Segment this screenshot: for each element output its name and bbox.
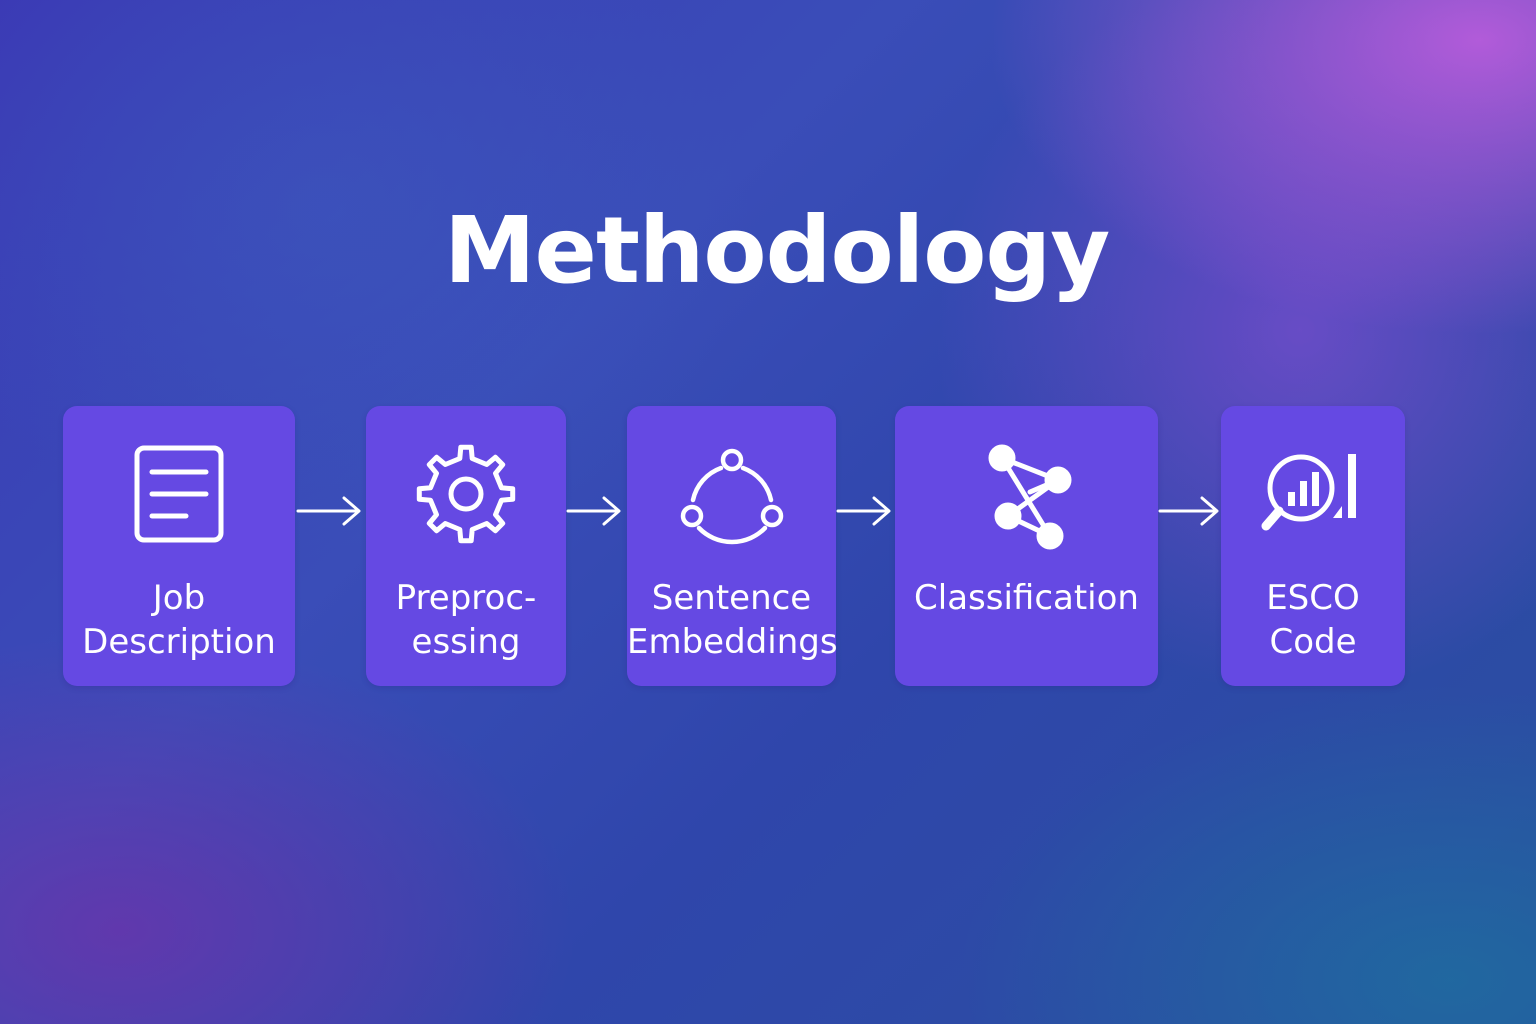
page-title: Methodology [444, 197, 1110, 304]
step-sentence-embeddings: Sentence Embeddings [627, 406, 838, 686]
embedding-nodes-icon [677, 444, 787, 554]
search-analytics-icon [1258, 444, 1368, 554]
step-classification: Classification [895, 406, 1158, 686]
step-label: Preproc- essing [395, 578, 537, 662]
step-preprocessing: Preproc- essing [366, 406, 566, 686]
network-graph-icon [972, 444, 1082, 554]
arrow-right-icon [1158, 494, 1220, 528]
arrow-right-icon [836, 494, 892, 528]
step-job-description: Job Description [63, 406, 295, 686]
step-label: Job Description [82, 578, 276, 662]
arrow-right-icon [296, 494, 362, 528]
step-label: Classification [914, 578, 1139, 618]
arrow-right-icon [566, 494, 622, 528]
step-label: Sentence Embeddings [627, 578, 838, 662]
step-label: ESCO Code [1266, 578, 1360, 662]
step-esco-code: ESCO Code [1221, 406, 1405, 686]
gear-icon [411, 444, 521, 554]
document-icon [124, 444, 234, 554]
